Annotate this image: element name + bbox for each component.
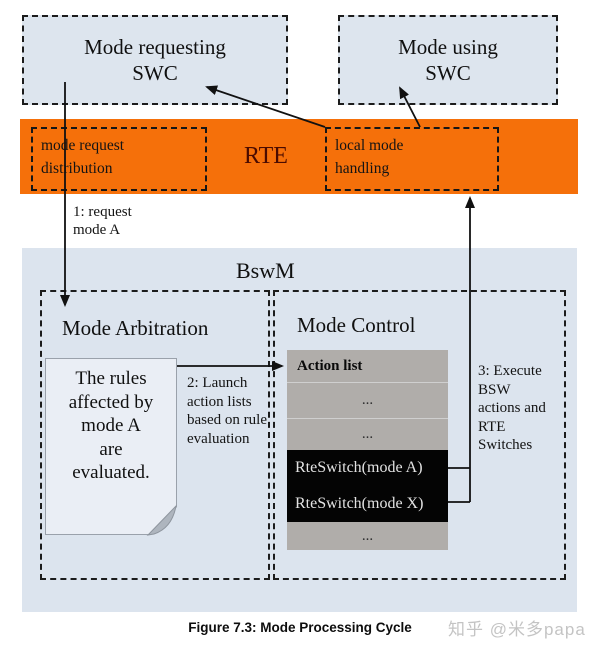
- rte-bar: [20, 119, 578, 194]
- mode-using-swc-label-line1: Mode using: [398, 35, 498, 59]
- action-list-header: Action list: [287, 350, 448, 382]
- action-list-row-rteswitch-x: RteSwitch(mode X): [287, 486, 448, 522]
- action-list-row: ...: [287, 382, 448, 418]
- action-list-row-rteswitch-a: RteSwitch(mode A): [287, 450, 448, 486]
- bswm-title: BswM: [236, 258, 295, 283]
- action-list-row: ...: [287, 418, 448, 450]
- mode-arbitration-box: [40, 290, 270, 580]
- action-list-table: Action list ... ... RteSwitch(mode A) Rt…: [287, 350, 448, 550]
- action-list-row: ...: [287, 522, 448, 550]
- local-mode-handling-line1: local mode: [335, 137, 404, 154]
- mode-using-swc-label-line2: SWC: [425, 61, 471, 85]
- local-mode-handling-line2: handling: [335, 160, 390, 177]
- mode-requesting-swc-box: Mode requesting SWC: [22, 15, 288, 105]
- figure-caption: Figure 7.3: Mode Processing Cycle: [188, 620, 412, 635]
- mode-request-distribution-line2: distribution: [41, 160, 113, 177]
- mode-request-distribution-line1: mode request: [41, 137, 125, 154]
- mode-arbitration-title: Mode Arbitration: [62, 316, 209, 340]
- mode-requesting-swc-label-line2: SWC: [132, 61, 178, 85]
- watermark: 知乎 @米多papa: [448, 620, 586, 639]
- step2-label: 2: Launch action lists based on rule eva…: [187, 375, 267, 447]
- mode-control-box: [273, 290, 566, 580]
- rules-note: The rules affected by mode A are evaluat…: [45, 358, 177, 535]
- rte-label: RTE: [244, 143, 288, 169]
- mode-requesting-swc-label-line1: Mode requesting: [84, 35, 226, 59]
- local-mode-handling-box: local mode handling: [325, 127, 499, 191]
- step1-label: 1: request mode A: [73, 204, 132, 238]
- mode-request-distribution-box: mode request distribution: [31, 127, 207, 191]
- mode-using-swc-box: Mode using SWC: [338, 15, 558, 105]
- step3-label: 3: Execute BSW actions and RTE Switches: [478, 363, 546, 454]
- mode-control-title: Mode Control: [297, 313, 416, 337]
